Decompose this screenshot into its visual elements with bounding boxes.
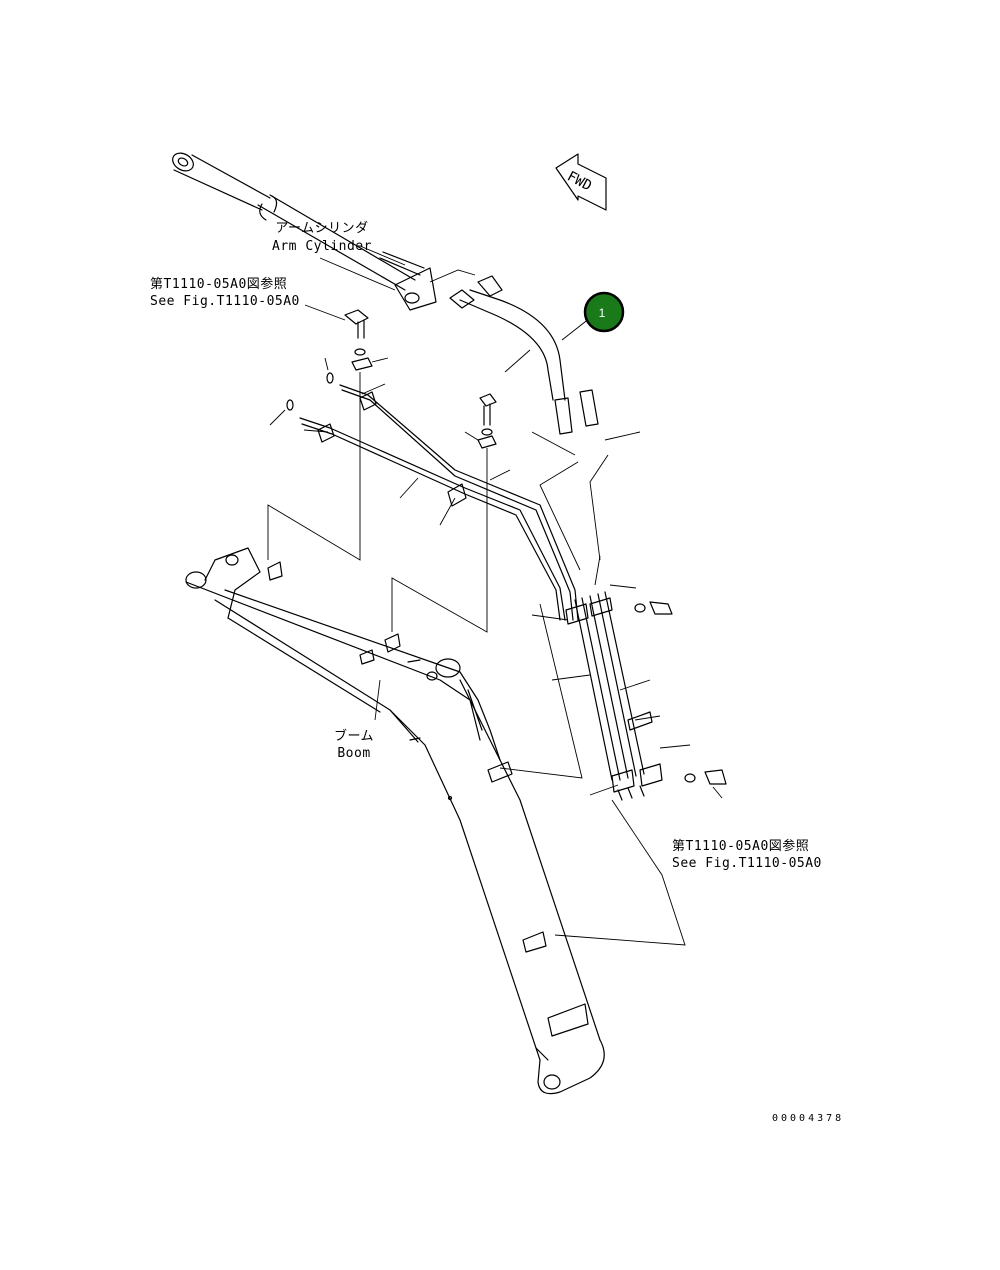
reference-label-bottom: 第T1110-05A0図参照 See Fig.T1110-05A0: [672, 838, 822, 871]
reference-top-en: See Fig.T1110-05A0: [150, 294, 300, 309]
top-bolt-assembly: [267, 309, 389, 561]
drawing-code: 00004378: [772, 1113, 844, 1124]
reference-label-top: 第T1110-05A0図参照 See Fig.T1110-05A0: [150, 276, 346, 321]
boom-label: ブーム Boom: [334, 728, 374, 761]
reference-top-jp: 第T1110-05A0図参照: [150, 276, 287, 292]
boom-label-jp: ブーム: [334, 728, 374, 744]
o-rings: [269, 357, 334, 426]
callout-1[interactable]: 1: [583, 291, 625, 333]
boom-label-en: Boom: [337, 746, 370, 761]
hoses: [429, 269, 641, 571]
arm-cylinder: [172, 152, 437, 311]
boom-hoses: [499, 555, 727, 946]
reference-bottom-en: See Fig.T1110-05A0: [672, 856, 822, 871]
callout-1-number: 1: [599, 306, 606, 320]
reference-bottom-jp: 第T1110-05A0図参照: [672, 838, 809, 854]
arm-cylinder-label-en: Arm Cylinder: [272, 239, 372, 254]
boom: [185, 547, 605, 1095]
fwd-label: FWD: [564, 168, 594, 194]
fwd-arrow: FWD: [555, 153, 607, 211]
middle-bolt-assembly: [391, 393, 511, 633]
arm-cylinder-label: アームシリンダ Arm Cylinder: [272, 221, 406, 291]
pipes: [299, 383, 579, 621]
callout-1-marker[interactable]: [583, 291, 625, 333]
arm-cylinder-label-jp: アームシリンダ: [275, 221, 368, 236]
